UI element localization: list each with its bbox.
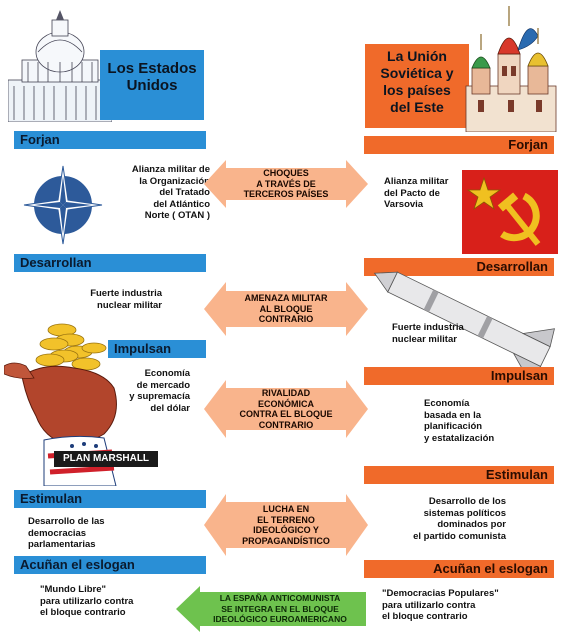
ussr-desarrollan-bar: Desarrollan	[364, 258, 554, 276]
ussr-economy-line: planificación	[424, 421, 483, 432]
usa-slogan-text: "Mundo Libre" para utilizarlo contra el …	[40, 584, 170, 619]
arrow-label-line: AL BLOQUE	[259, 303, 313, 314]
usa-impulsan-bar: Impulsan	[108, 340, 206, 358]
arrow-label-line: ECONÓMICA	[257, 398, 314, 409]
usa-economy-line: del dólar	[150, 402, 190, 414]
nato-emblem	[22, 164, 104, 246]
arrow-label: LUCHA EN EL TERRENO IDEOLÓGICO Y PROPAGA…	[204, 490, 368, 560]
ussr-forjan-bar: Forjan	[364, 136, 554, 154]
ussr-title-line4: del Este	[390, 99, 444, 115]
ussr-alliance-line: del Pacto de	[384, 187, 440, 199]
usa-nuclear-line: Fuerte industria	[90, 288, 162, 299]
usa-alliance-line: Alianza militar de	[131, 164, 210, 175]
usa-alliance-line: la Organización	[139, 175, 210, 187]
usa-alliance-line: del Atlántico	[153, 198, 210, 210]
ussr-slogan-line: el bloque contrario	[382, 611, 468, 622]
usa-forjan-bar: Forjan	[14, 131, 206, 149]
usa-title-line2: Unidos	[126, 77, 178, 94]
arrow-label-line: LA ESPAÑA ANTICOMUNISTA	[219, 593, 341, 604]
double-arrow-military-threat: AMENAZA MILITAR AL BLOQUE CONTRARIO	[204, 278, 368, 340]
double-arrow-economic-rivalry: RIVALIDAD ECONÓMICA CONTRA EL BLOQUE CON…	[204, 376, 368, 442]
ussr-eslogan-bar: Acuñan el eslogan	[364, 560, 554, 578]
ussr-title-box	[365, 44, 469, 128]
double-arrow-ideological-struggle: LUCHA EN EL TERRENO IDEOLÓGICO Y PROPAGA…	[204, 490, 368, 560]
ussr-impulsan-bar: Impulsan	[364, 367, 554, 385]
ussr-title-line2: Soviética y	[380, 65, 454, 81]
usa-nuclear-text: Fuerte industria nuclear militar	[60, 288, 162, 311]
plan-marshall-label: PLAN MARSHALL	[54, 451, 158, 467]
usa-alliance-line: del Tratado	[159, 187, 210, 198]
usa-estimulan-bar: Estimulan	[14, 490, 206, 508]
usa-economy-text: Economía de mercado y supremacía del dól…	[108, 368, 190, 414]
usa-alliance-text: Alianza militar de la Organización del T…	[100, 164, 210, 222]
ussr-title: La Unión Soviética y los países del Este	[362, 48, 472, 116]
missile-illustration	[364, 258, 566, 382]
usa-economy-line: de mercado	[136, 379, 190, 391]
ussr-alliance-text: Alianza militar del Pacto de Varsovia	[384, 176, 464, 211]
usa-nuclear-line: nuclear militar	[97, 299, 162, 311]
hammer-sickle-emblem	[462, 170, 558, 254]
arrow-label-line: PROPAGANDÍSTICO	[242, 535, 330, 546]
ussr-nuclear-text: Fuerte industria nuclear militar	[392, 322, 492, 345]
cathedral-illustration	[458, 6, 562, 133]
arrow-label-line: CONTRARIO	[258, 419, 314, 430]
ussr-title-line1: La Unión	[387, 48, 447, 64]
usa-title-line1: Los Estados	[107, 60, 197, 77]
arrow-label-line: RIVALIDAD	[261, 388, 311, 398]
arrow-label-line: A TRAVÉS DE	[256, 178, 316, 189]
ussr-economy-line: Economía	[424, 398, 470, 409]
ussr-slogan-line: "Democracias Populares"	[382, 588, 499, 599]
ussr-politics-line: dominados por	[437, 519, 506, 530]
arrow-label-line: IDEOLÓGICO EUROAMERICANO	[213, 614, 347, 625]
usa-title-box	[100, 50, 204, 120]
arrow-label: CHOQUES A TRAVÉS DE TERCEROS PAÍSES	[204, 156, 368, 212]
arrow-label-line: SE INTEGRA EN EL BLOQUE	[221, 603, 339, 614]
ussr-slogan-text: "Democracias Populares" para utilizarlo …	[382, 588, 512, 623]
arrow-label-line: TERCEROS PAÍSES	[243, 189, 329, 200]
usa-eslogan-bar: Acuñan el eslogan	[14, 556, 206, 574]
arrow-label: RIVALIDAD ECONÓMICA CONTRA EL BLOQUE CON…	[204, 376, 368, 442]
usa-democracy-line: parlamentarias	[28, 539, 96, 550]
ussr-politics-line: el partido comunista	[413, 530, 506, 542]
arrow-label-line: CHOQUES	[263, 168, 309, 179]
capitol-illustration	[7, 10, 113, 123]
usa-slogan-line: el bloque contrario	[40, 607, 126, 618]
arrow-label-line: CONTRA EL BLOQUE	[239, 409, 333, 419]
ussr-economy-line: basada en la	[424, 409, 482, 421]
spain-arrow: LA ESPAÑA ANTICOMUNISTA SE INTEGRA EN EL…	[176, 584, 366, 634]
arrow-label: LA ESPAÑA ANTICOMUNISTA SE INTEGRA EN EL…	[194, 584, 366, 634]
ussr-politics-line: sistemas políticos	[423, 507, 506, 519]
ussr-nuclear-line: nuclear militar	[392, 333, 457, 345]
arrow-label: AMENAZA MILITAR AL BLOQUE CONTRARIO	[204, 278, 368, 340]
usa-democracy-text: Desarrollo de las democracias parlamenta…	[28, 516, 148, 551]
usa-democracy-line: democracias	[28, 527, 87, 539]
usa-slogan-line: para utilizarlo contra	[40, 595, 134, 607]
usa-alliance-line: Norte ( OTAN )	[144, 210, 210, 221]
ussr-estimulan-bar: Estimulan	[364, 466, 554, 484]
double-arrow-proxy-wars: CHOQUES A TRAVÉS DE TERCEROS PAÍSES	[204, 156, 368, 212]
ussr-politics-text: Desarrollo de los sistemas políticos dom…	[400, 496, 506, 542]
usa-economy-line: y supremacía	[129, 391, 190, 402]
usa-economy-line: Economía	[144, 368, 190, 379]
usa-democracy-line: Desarrollo de las	[28, 516, 105, 527]
arrow-label-line: IDEOLÓGICO Y	[253, 525, 319, 535]
arrow-label-line: EL TERRENO	[257, 514, 315, 525]
arrow-label-line: AMENAZA MILITAR	[244, 293, 328, 304]
ussr-politics-line: Desarrollo de los	[428, 496, 506, 507]
arrow-label-line: CONTRARIO	[258, 314, 314, 325]
arrow-label-line: LUCHA EN	[262, 504, 310, 514]
ussr-economy-line: y estatalización	[424, 432, 495, 444]
ussr-slogan-line: para utilizarlo contra	[382, 599, 476, 611]
usa-desarrollan-bar: Desarrollan	[14, 254, 206, 272]
ussr-alliance-line: Alianza militar	[384, 176, 449, 187]
ussr-economy-text: Economía basada en la planificación y es…	[424, 398, 524, 444]
usa-title: Los Estados Unidos	[100, 60, 204, 94]
ussr-title-line3: los países	[383, 82, 451, 98]
usa-slogan-line: "Mundo Libre"	[40, 584, 106, 595]
ussr-nuclear-line: Fuerte industria	[392, 322, 464, 333]
ussr-alliance-line: Varsovia	[384, 199, 424, 210]
